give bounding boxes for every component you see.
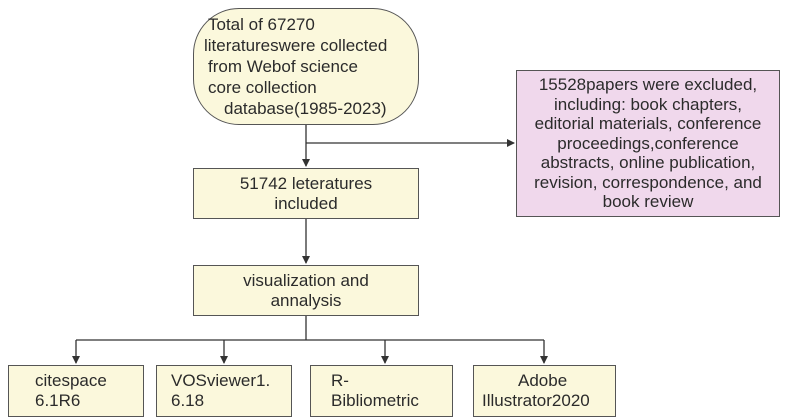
start-line-2: literatureswere collected (204, 36, 388, 55)
start-line-4: core collection (208, 78, 317, 97)
tool-r-line-1: R- (331, 371, 349, 390)
tool-box-vosviewer: VOSviewer1. 6.18 (156, 365, 292, 417)
excluded-line-5: abstracts, online publication, (540, 153, 756, 173)
tool-vosviewer-line-1: VOSviewer1. (171, 371, 271, 390)
start-line-1: Total of 67270 (208, 15, 315, 34)
excluded-papers-box: 15528papers were excluded, including: bo… (516, 70, 780, 217)
excluded-line-6: revision, correspondence, and (534, 172, 762, 192)
collection-start-box: Total of 67270 literatureswere collected… (193, 8, 419, 125)
tool-box-adobe-illustrator: Adobe Illustrator2020 (473, 365, 616, 417)
excluded-line-1: 15528papers were excluded, (538, 75, 758, 95)
start-line-5: database(1985-2023) (224, 99, 387, 118)
tool-citespace-line-1: citespace (35, 371, 107, 390)
tool-citespace-line-2: 6.1R6 (35, 391, 81, 410)
tool-box-citespace: citespace 6.1R6 (8, 365, 144, 417)
tool-box-r-bibliometric: R- Bibliometric (310, 365, 453, 417)
excluded-line-7: book review (602, 192, 694, 212)
tool-adobe-line-2: Illustrator2020 (482, 391, 590, 410)
included-line-1: 51742 leteratures (239, 173, 373, 193)
included-literatures-box: 51742 leteratures included (193, 168, 419, 219)
included-line-2: included (274, 193, 338, 213)
tool-vosviewer-line-2: 6.18 (171, 391, 205, 410)
excluded-line-2: including: book chapters, (553, 94, 743, 114)
excluded-line-3: editorial materials, conference (534, 114, 762, 134)
visualization-line-2: annalysis (270, 290, 342, 310)
tool-adobe-line-1: Adobe (518, 371, 568, 390)
visualization-line-1: visualization and (243, 270, 369, 290)
start-line-3: from Webof science (208, 57, 358, 76)
visualization-analysis-box: visualization and annalysis (193, 265, 419, 316)
tool-r-line-2: Bibliometric (331, 391, 419, 410)
excluded-line-4: proceedings,conference (557, 133, 739, 153)
